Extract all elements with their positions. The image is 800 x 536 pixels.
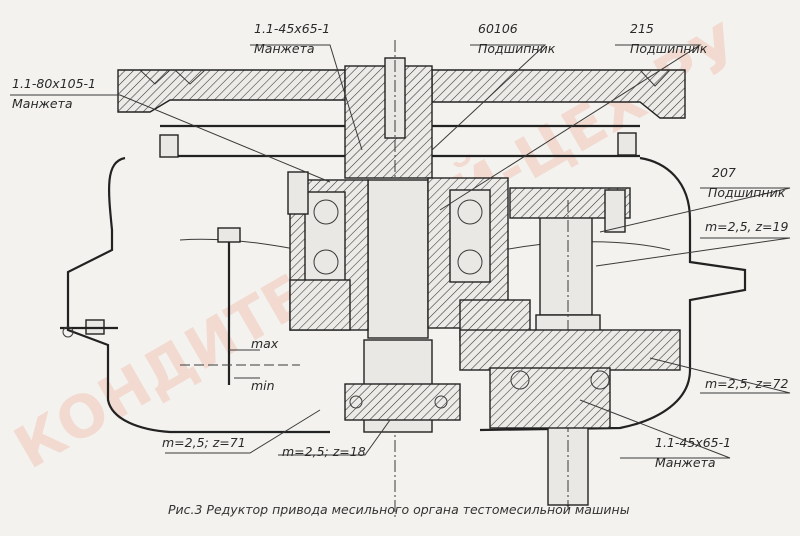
figure-caption: Рис.3 Редуктор привода месильного органа… bbox=[168, 502, 630, 517]
central-shaft bbox=[344, 40, 461, 520]
gear-shaft-right bbox=[459, 187, 681, 510]
annotations: 1.1-45x65-1 Манжета 60106 Подшипник 215 … bbox=[12, 21, 788, 517]
seal-bottom-name: Манжета bbox=[655, 455, 716, 470]
level-max-label: max bbox=[251, 336, 279, 351]
flange-bolts bbox=[159, 132, 637, 233]
bearing-207-name: Подшипник bbox=[708, 185, 786, 200]
gear-z18-label: m=2,5; z=18 bbox=[282, 444, 366, 459]
bearing-215-code: 215 bbox=[630, 21, 654, 36]
bearing-block-right bbox=[427, 177, 531, 341]
gear-z72-label: m=2,5, z=72 bbox=[705, 376, 788, 391]
mounting-bolt-left bbox=[60, 319, 118, 338]
seal-top-name: Манжета bbox=[254, 41, 315, 56]
bearing-60106-code: 60106 bbox=[478, 21, 518, 36]
gear-z71-label: m=2,5; z=71 bbox=[162, 435, 246, 450]
bearing-60106-name: Подшипник bbox=[478, 41, 556, 56]
seal-bottom-code: 1.1-45x65-1 bbox=[655, 435, 731, 450]
leader-lines bbox=[10, 44, 791, 459]
seal-left-code: 1.1-80x105-1 bbox=[12, 76, 96, 91]
dipstick bbox=[180, 227, 300, 385]
seal-left-name: Манжета bbox=[12, 96, 73, 111]
pulley bbox=[117, 69, 686, 158]
level-min-label: min bbox=[251, 378, 275, 393]
bearing-207-code: 207 bbox=[712, 165, 736, 180]
bearing-215-name: Подшипник bbox=[630, 41, 708, 56]
gear-z19-label: m=2,5, z=19 bbox=[705, 219, 788, 234]
seal-top-code: 1.1-45x65-1 bbox=[254, 21, 330, 36]
